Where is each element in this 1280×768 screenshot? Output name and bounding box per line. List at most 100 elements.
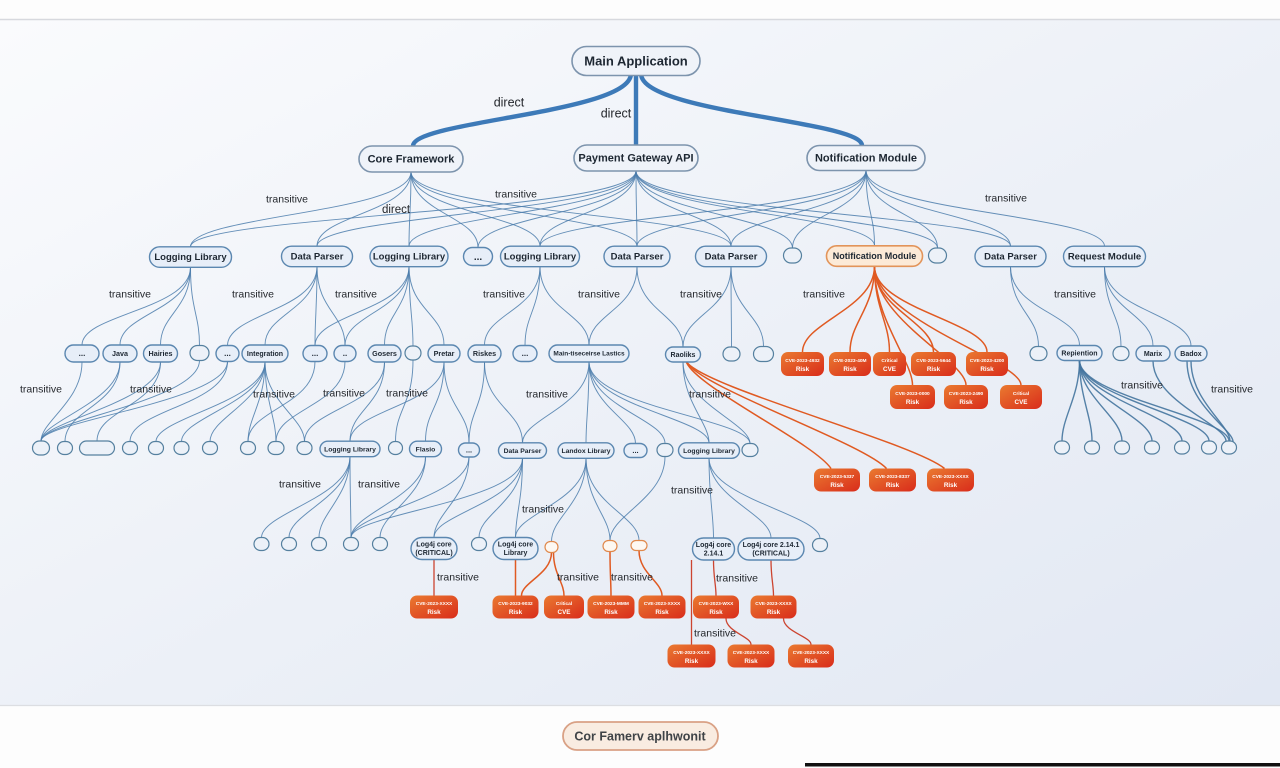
svg-text:Risk: Risk <box>830 482 844 489</box>
svg-text:CVE-2023-XXXX: CVE-2023-XXXX <box>673 650 710 656</box>
svg-text:CVE-2023-9032: CVE-2023-9032 <box>498 601 533 607</box>
svg-text:Repiention: Repiention <box>1061 350 1097 357</box>
svg-text:CVE: CVE <box>1015 399 1028 406</box>
svg-text:...: ... <box>522 349 529 358</box>
svg-text:CVE-2023-5644: CVE-2023-5644 <box>916 358 951 364</box>
svg-text:Notification Module: Notification Module <box>815 153 917 165</box>
svg-text:...: ... <box>224 349 231 358</box>
svg-text:Raoliks: Raoliks <box>671 352 696 359</box>
svg-text:transitive: transitive <box>253 389 295 401</box>
svg-text:Risk: Risk <box>744 658 758 665</box>
svg-text:transitive: transitive <box>1121 380 1163 392</box>
svg-text:transitive: transitive <box>266 194 308 206</box>
svg-text:CVE-2023-4932: CVE-2023-4932 <box>785 358 820 364</box>
svg-text:Risk: Risk <box>980 366 994 373</box>
svg-text:...: ... <box>312 349 319 358</box>
svg-text:CVE-2023-XXXX: CVE-2023-XXXX <box>793 650 830 656</box>
svg-text:...: ... <box>474 252 483 263</box>
svg-text:2.14.1: 2.14.1 <box>704 550 724 557</box>
svg-text:CVE-2023-40M: CVE-2023-40M <box>833 358 866 364</box>
svg-text:Hairies: Hairies <box>149 349 173 358</box>
svg-text:Risk: Risk <box>944 482 958 489</box>
svg-text:Main-tiseceirse Lastics: Main-tiseceirse Lastics <box>553 351 625 358</box>
svg-text:transitive: transitive <box>578 289 620 301</box>
svg-text:transitive: transitive <box>1054 289 1096 301</box>
svg-text:...: ... <box>632 446 638 455</box>
svg-text:transitive: transitive <box>985 193 1027 205</box>
svg-text:transitive: transitive <box>495 189 537 201</box>
svg-text:Cor Famerv aplhwonit: Cor Famerv aplhwonit <box>574 730 706 744</box>
svg-text:Data Parser: Data Parser <box>291 252 344 263</box>
svg-text:Risk: Risk <box>685 658 699 665</box>
svg-text:CVE-2023-MMM: CVE-2023-MMM <box>593 601 629 607</box>
svg-text:transitive: transitive <box>279 479 321 491</box>
svg-text:Data Parser: Data Parser <box>611 252 664 263</box>
svg-text:Critical: Critical <box>881 358 897 364</box>
svg-text:transitive: transitive <box>671 485 713 497</box>
svg-text:transitive: transitive <box>323 388 365 400</box>
svg-text:Marix: Marix <box>1144 351 1162 358</box>
svg-text:direct: direct <box>601 106 632 120</box>
svg-text:Gosers: Gosers <box>372 349 397 358</box>
svg-text:transitive: transitive <box>611 572 653 584</box>
svg-text:transitive: transitive <box>557 572 599 584</box>
svg-text:transitive: transitive <box>522 504 564 516</box>
svg-text:(CRITICAL): (CRITICAL) <box>415 550 452 557</box>
svg-text:CVE-2023-5337: CVE-2023-5337 <box>820 474 855 480</box>
svg-text:Payment Gateway API: Payment Gateway API <box>578 153 693 165</box>
svg-text:direct: direct <box>382 204 411 216</box>
svg-text:CVE-2023-XXXX: CVE-2023-XXXX <box>733 650 770 656</box>
svg-text:Logging Library: Logging Library <box>324 446 376 453</box>
svg-text:transitive: transitive <box>694 628 736 640</box>
svg-text:transitive: transitive <box>483 289 525 301</box>
svg-text:Risk: Risk <box>959 399 973 406</box>
svg-text:transitive: transitive <box>716 573 758 585</box>
svg-text:transitive: transitive <box>437 572 479 584</box>
svg-text:Pretar: Pretar <box>434 349 455 358</box>
svg-text:Logging Library: Logging Library <box>504 252 577 263</box>
svg-text:CVE-2023-4200: CVE-2023-4200 <box>970 358 1005 364</box>
svg-text:Risk: Risk <box>804 658 818 665</box>
svg-text:Logging Library: Logging Library <box>373 252 446 263</box>
svg-text:CVE-2023-0000: CVE-2023-0000 <box>895 391 930 397</box>
svg-text:Riskes: Riskes <box>473 349 496 358</box>
svg-text:Library: Library <box>504 550 528 557</box>
svg-text:transitive: transitive <box>689 389 731 401</box>
svg-text:Risk: Risk <box>604 609 618 616</box>
svg-text:Logging Library: Logging Library <box>154 252 227 263</box>
svg-text:direct: direct <box>494 95 525 109</box>
svg-text:Log4j core: Log4j core <box>498 542 534 549</box>
svg-text:Logging Library: Logging Library <box>683 448 735 455</box>
svg-text:Critical: Critical <box>1013 391 1029 397</box>
svg-text:Risk: Risk <box>886 482 900 489</box>
svg-text:CVE-2023-WXX: CVE-2023-WXX <box>699 601 734 607</box>
svg-text:Integration: Integration <box>247 351 283 358</box>
svg-text:Log4j core: Log4j core <box>696 542 732 549</box>
svg-text:Risk: Risk <box>843 366 857 373</box>
svg-text:(CRITICAL): (CRITICAL) <box>752 550 789 557</box>
svg-text:transitive: transitive <box>680 289 722 301</box>
svg-text:transitive: transitive <box>335 289 377 301</box>
svg-text:transitive: transitive <box>130 384 172 396</box>
svg-text:Data Parser: Data Parser <box>705 252 758 263</box>
svg-text:CVE-2023-8337: CVE-2023-8337 <box>875 474 910 480</box>
svg-text:Flasio: Flasio <box>416 446 436 453</box>
svg-text:Risk: Risk <box>427 609 441 616</box>
svg-text:Risk: Risk <box>796 366 810 373</box>
svg-text:Landox Library: Landox Library <box>561 448 610 455</box>
svg-text:Core Framework: Core Framework <box>368 154 456 166</box>
svg-text:CVE-2023-XXXX: CVE-2023-XXXX <box>416 601 453 607</box>
svg-text:transitive: transitive <box>232 289 274 301</box>
svg-text:Data Parser: Data Parser <box>504 448 542 455</box>
svg-text:Java: Java <box>112 349 129 358</box>
svg-text:Risk: Risk <box>509 609 523 616</box>
svg-text:Main Application: Main Application <box>584 53 688 68</box>
svg-text:transitive: transitive <box>803 289 845 301</box>
svg-text:CVE-2023-2490: CVE-2023-2490 <box>949 391 984 397</box>
svg-text:transitive: transitive <box>20 384 62 396</box>
svg-text:transitive: transitive <box>386 388 428 400</box>
svg-text:Request Module: Request Module <box>1068 252 1141 263</box>
svg-text:CVE-2023-XXXX: CVE-2023-XXXX <box>755 601 792 607</box>
svg-text:Risk: Risk <box>927 366 941 373</box>
svg-text:Risk: Risk <box>906 399 920 406</box>
